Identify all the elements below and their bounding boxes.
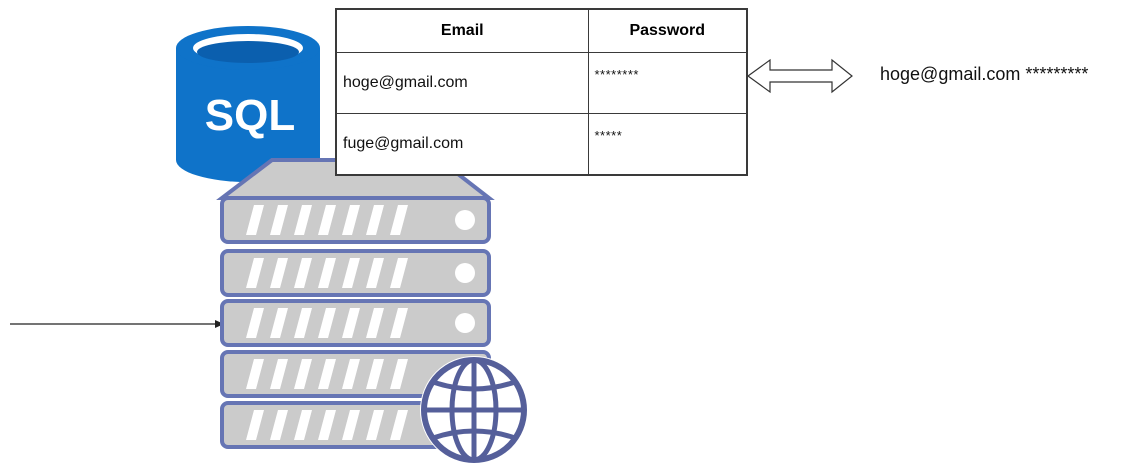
vent-slot: [390, 258, 408, 288]
vent-slot: [318, 410, 336, 440]
email-header: Email: [335, 8, 589, 53]
vent-slot: [366, 359, 384, 389]
vent-slot: [294, 308, 312, 338]
vent-slot: [366, 205, 384, 235]
vent-slot: [342, 308, 360, 338]
vent-slot: [342, 410, 360, 440]
sql-label: SQL: [205, 91, 295, 140]
extracted-credential: hoge@gmail.com *********: [880, 64, 1088, 85]
vent-slot: [342, 359, 360, 389]
vent-slot: [246, 359, 264, 389]
status-light: [455, 210, 475, 230]
vent-slot: [390, 205, 408, 235]
vent-slot: [342, 205, 360, 235]
vent-slot: [366, 258, 384, 288]
vent-slot: [318, 359, 336, 389]
vent-slot: [294, 258, 312, 288]
vent-slot: [246, 410, 264, 440]
email-cell: hoge@gmail.com: [335, 52, 589, 114]
vent-slot: [294, 359, 312, 389]
extracted-email: hoge@gmail.com: [880, 64, 1021, 84]
vent-slot: [246, 308, 264, 338]
extracted-password: *********: [1025, 64, 1089, 84]
vent-slot: [366, 308, 384, 338]
vent-slot: [294, 410, 312, 440]
vent-slot: [342, 258, 360, 288]
server-unit: [220, 299, 491, 347]
vent-slot: [390, 308, 408, 338]
vent-slot: [270, 359, 288, 389]
vent-slot: [270, 205, 288, 235]
vent-slot: [390, 359, 408, 389]
vent-slot: [270, 308, 288, 338]
password-cell: ********: [587, 52, 748, 114]
vent-slot: [270, 410, 288, 440]
server-unit: [220, 196, 491, 244]
double-arrow-icon: [746, 58, 853, 94]
credentials-table: Email Password hoge@gmail.com ******** f…: [335, 8, 748, 176]
incoming-arrow-icon: [10, 320, 224, 328]
vent-slot: [270, 258, 288, 288]
vent-slot: [390, 410, 408, 440]
sql-database-icon: SQL: [176, 26, 320, 182]
email-cell: fuge@gmail.com: [335, 113, 589, 176]
vent-slot: [318, 308, 336, 338]
vent-slot: [294, 205, 312, 235]
vent-slot: [246, 258, 264, 288]
server-unit: [220, 350, 491, 398]
vent-slot: [318, 258, 336, 288]
table-row: fuge@gmail.com *****: [335, 113, 748, 176]
server-unit: [220, 249, 491, 297]
vent-slot: [318, 205, 336, 235]
status-light: [455, 263, 475, 283]
table-header-row: Email Password: [335, 8, 748, 53]
status-light: [455, 313, 475, 333]
vent-slot: [366, 410, 384, 440]
vent-slot: [246, 205, 264, 235]
table-row: hoge@gmail.com ********: [335, 52, 748, 114]
password-header: Password: [587, 8, 748, 53]
globe-icon: [420, 356, 528, 464]
password-cell: *****: [587, 113, 748, 176]
